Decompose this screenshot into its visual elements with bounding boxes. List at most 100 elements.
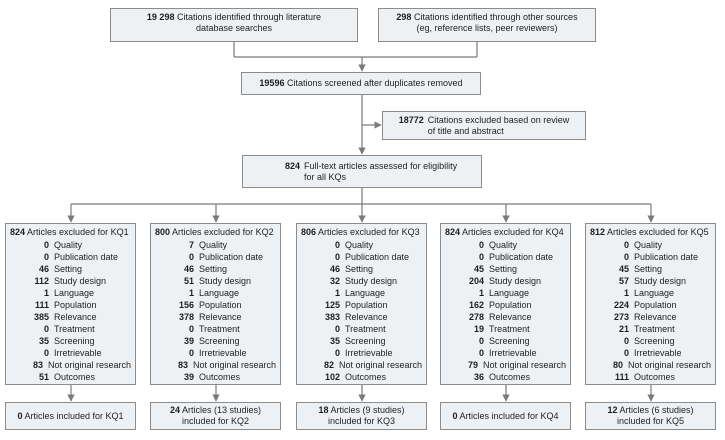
exclusion-reason-count: 162 bbox=[468, 300, 484, 310]
exclusion-reason-count: 57 bbox=[618, 276, 629, 286]
exclusion-reason-label: Study design bbox=[489, 276, 542, 286]
exclusion-reason-row: 36 Outcomes bbox=[445, 371, 566, 383]
exclusion-reason-count: 79 bbox=[467, 360, 478, 370]
exclusion-reason-row: 0 Publication date bbox=[10, 251, 131, 263]
exclusion-reason-label: Quality bbox=[345, 240, 374, 250]
database-text: Citations identified through literature … bbox=[176, 12, 322, 33]
kq-included-text: Articles included for KQ4 bbox=[459, 410, 559, 421]
exclusion-reason-count: 1 bbox=[188, 288, 194, 298]
exclusion-reason-count: 378 bbox=[178, 312, 194, 322]
kq-included-count: 18 bbox=[318, 405, 329, 415]
exclusion-reason-count: 111 bbox=[34, 300, 49, 310]
kq-included-text: Articles included for KQ1 bbox=[24, 410, 124, 421]
exclusion-reason-count: 102 bbox=[324, 372, 340, 382]
exclusion-reason-label: Language bbox=[345, 288, 386, 298]
exclusion-reason-label: Screening bbox=[489, 336, 530, 346]
screened-text: Citations screened after duplicates remo… bbox=[286, 78, 463, 88]
kq4-included-box: 0 Articles included for KQ4 bbox=[440, 402, 571, 430]
exclusion-reason-count: 111 bbox=[614, 372, 629, 382]
exclusion-reason-label: Publication date bbox=[345, 252, 410, 262]
database-citations-box: 19 298 Citations identified through lite… bbox=[110, 8, 358, 42]
exclusion-reason-count: 0 bbox=[43, 252, 49, 262]
kq2-included-box: 24 Articles (13 studies) included for KQ… bbox=[150, 402, 281, 430]
screened-box: 19596 Citations screened after duplicate… bbox=[241, 72, 481, 95]
exclusion-reason-label: Language bbox=[54, 288, 95, 298]
exclusion-reason-label: Not original research bbox=[627, 360, 711, 370]
kq-included-text: Articles (6 studies) included for KQ5 bbox=[616, 405, 694, 426]
exclusion-reason-count: 278 bbox=[468, 312, 484, 322]
excluded-title-text: Citations excluded based on review of ti… bbox=[427, 114, 570, 136]
exclusion-reason-count: 0 bbox=[334, 348, 340, 358]
exclusion-reason-count: 80 bbox=[612, 360, 623, 370]
exclusion-reason-label: Setting bbox=[54, 264, 83, 274]
kq-excluded-heading: 812 Articles excluded for KQ5 bbox=[590, 227, 711, 238]
exclusion-reason-row: 32 Study design bbox=[301, 275, 422, 287]
exclusion-reason-label: Irretrievable bbox=[634, 348, 682, 358]
exclusion-reason-count: 36 bbox=[473, 372, 484, 382]
exclusion-reason-count: 204 bbox=[468, 276, 484, 286]
exclusion-reason-label: Population bbox=[54, 300, 97, 310]
exclusion-reason-count: 32 bbox=[329, 276, 340, 286]
kq-included-count: 12 bbox=[607, 405, 618, 415]
exclusion-reason-label: Publication date bbox=[54, 252, 119, 262]
screened-count: 19596 bbox=[259, 78, 285, 88]
kq-included-count: 0 bbox=[452, 410, 458, 421]
kq-excluded-label: Articles excluded for KQ1 bbox=[27, 227, 129, 237]
exclusion-reason-count: 112 bbox=[34, 276, 49, 286]
kq-excluded-label: Articles excluded for KQ3 bbox=[318, 227, 420, 237]
exclusion-reason-label: Language bbox=[199, 288, 240, 298]
exclusion-reason-label: Screening bbox=[345, 336, 386, 346]
exclusion-reason-row: 111 Outcomes bbox=[590, 371, 711, 383]
exclusion-reason-count: 0 bbox=[334, 324, 340, 334]
other-sources-count: 298 bbox=[396, 12, 412, 22]
exclusion-reason-count: 0 bbox=[623, 348, 629, 358]
exclusion-reason-count: 39 bbox=[183, 336, 194, 346]
exclusion-reason-label: Outcomes bbox=[634, 372, 676, 382]
kq-included-count: 24 bbox=[169, 405, 180, 415]
exclusion-reason-label: Quality bbox=[634, 240, 663, 250]
exclusion-reason-count: 35 bbox=[329, 336, 340, 346]
exclusion-reason-count: 1 bbox=[478, 288, 484, 298]
exclusion-reason-count: 0 bbox=[43, 348, 49, 358]
fulltext-count: 824 bbox=[285, 160, 301, 171]
exclusion-reason-label: Not original research bbox=[192, 360, 276, 370]
exclusion-reason-label: Treatment bbox=[634, 324, 675, 334]
exclusion-reason-count: 0 bbox=[188, 348, 194, 358]
exclusion-reason-label: Setting bbox=[199, 264, 228, 274]
exclusion-reason-label: Relevance bbox=[634, 312, 677, 322]
exclusion-reason-label: Screening bbox=[199, 336, 240, 346]
exclusion-reason-label: Treatment bbox=[199, 324, 240, 334]
exclusion-reason-row: 0 Irretrievable bbox=[590, 347, 711, 359]
excluded-title-abstract-box: 18772 Citations excluded based on review… bbox=[382, 111, 586, 140]
kq-excluded-label: Articles excluded for KQ4 bbox=[462, 227, 564, 237]
exclusion-reason-label: Study design bbox=[345, 276, 398, 286]
exclusion-reason-label: Outcomes bbox=[54, 372, 96, 382]
exclusion-reason-label: Outcomes bbox=[489, 372, 531, 382]
fulltext-text: Full-text articles assessed for eligibil… bbox=[304, 160, 458, 182]
kq-excluded-total: 824 bbox=[10, 227, 26, 237]
exclusion-reason-label: Publication date bbox=[634, 252, 699, 262]
